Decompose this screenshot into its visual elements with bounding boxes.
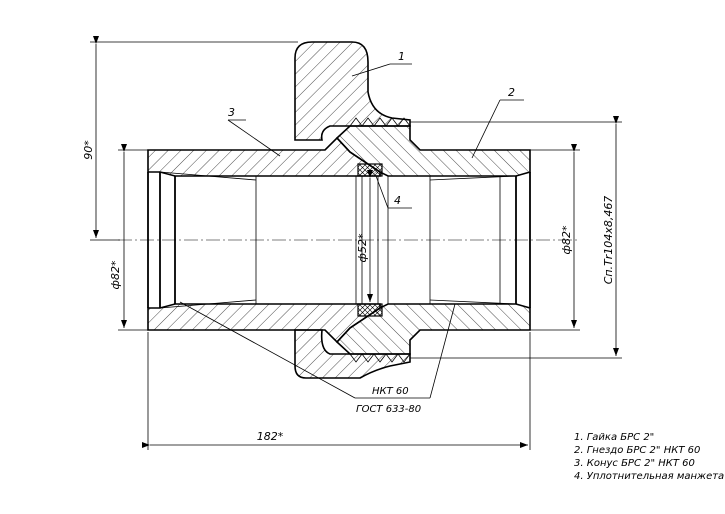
bore-thread-left (159, 171, 257, 309)
nut-top (294, 41, 411, 141)
callout-1: 1 (398, 50, 405, 63)
legend-item: 1. Гайка БРС 2" (574, 432, 655, 443)
thread-teeth-top (349, 117, 411, 127)
seal-bottom (357, 303, 383, 317)
thread-note-line1: НКТ 60 (372, 386, 409, 397)
callout-3: 3 (228, 106, 235, 119)
legend-item: 3. Конус БРС 2" НКТ 60 (574, 458, 695, 469)
legend-item: 4. Уплотнительная манжета (574, 471, 725, 482)
parts-legend: 1. Гайка БРС 2" 2. Гнездо БРС 2" НКТ 60 … (574, 431, 724, 483)
bore-thread-right (429, 175, 517, 305)
seal-top (357, 163, 383, 177)
legend-item: 2. Гнездо БРС 2" НКТ 60 (574, 445, 701, 456)
dim-height-90: 90* (82, 140, 95, 160)
dim-length-182: 182* (257, 430, 284, 443)
thread-teeth-bottom (349, 353, 411, 363)
callout-4: 4 (394, 194, 401, 207)
dim-thread: Сп.Тr104х8,467 (602, 196, 615, 285)
nut-bottom (294, 329, 411, 379)
dim-dia-right: ф82* (560, 225, 573, 254)
thread-note-line2: ГОСТ 633-80 (356, 404, 421, 415)
dim-dia-left: ф82* (109, 260, 122, 289)
dim-dia-inner: ф52* (356, 233, 369, 262)
callout-2: 2 (508, 86, 515, 99)
